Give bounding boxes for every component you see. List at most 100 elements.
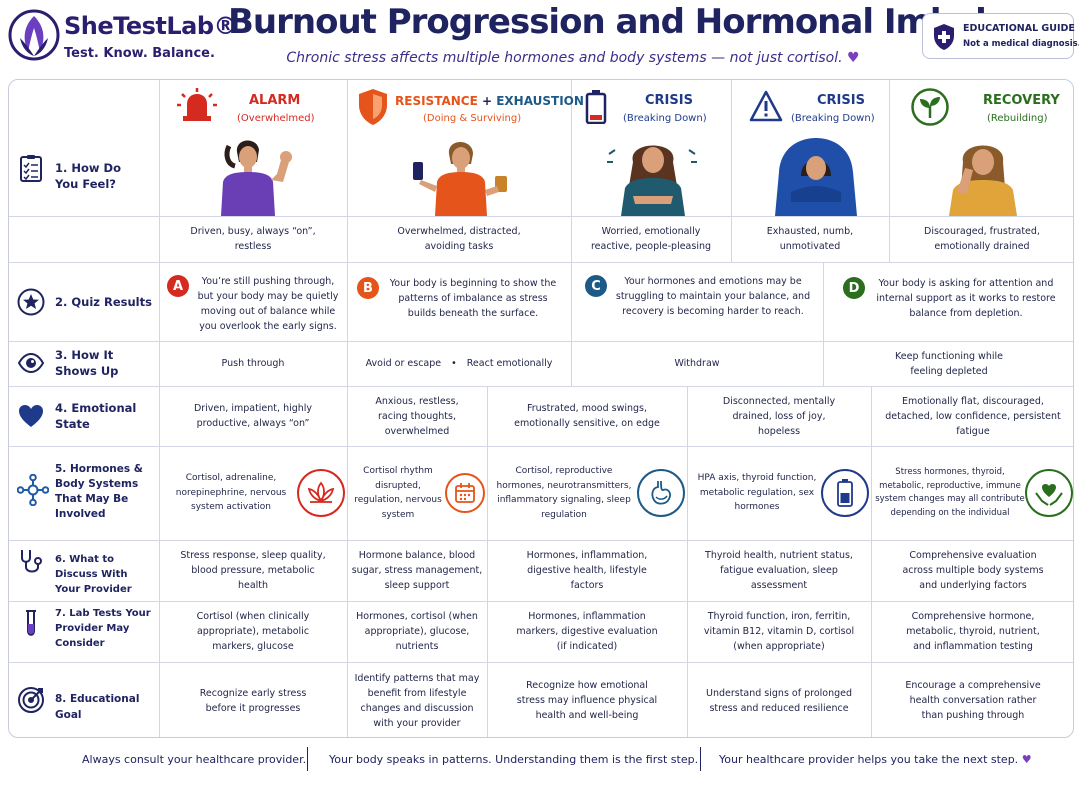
- row-label-text: 1. How Do You Feel?: [55, 161, 121, 191]
- low-battery-icon: [585, 90, 607, 124]
- guide-title: EDUCATIONAL GUIDE: [963, 23, 1075, 34]
- labs-text: Comprehensive hormone, metabolic, thyroi…: [906, 611, 1040, 652]
- labs-text: Cortisol (when clinically appropriate), …: [196, 611, 310, 652]
- quiz-text: Your body is beginning to show the patte…: [389, 278, 557, 319]
- discuss-cell: Stress response, sleep quality, blood pr…: [159, 540, 347, 601]
- col-divider: [347, 262, 348, 341]
- stage-subtitle: (Rebuilding): [987, 113, 1048, 124]
- discuss-cell: Hormone balance, blood sugar, stress man…: [347, 540, 487, 601]
- educational-guide-badge: EDUCATIONAL GUIDE Not a medical diagnosi…: [922, 13, 1079, 59]
- goal-cell: Encourage a comprehensive health convers…: [871, 662, 1073, 737]
- quiz-badge: B: [357, 277, 379, 299]
- col-divider: [687, 386, 688, 737]
- siren-icon: [177, 88, 217, 121]
- quiz-badge: A: [167, 275, 189, 297]
- page-subtitle: Chronic stress affects multiple hormones…: [238, 50, 908, 66]
- col-divider: [347, 341, 348, 386]
- row-label-text: 4. Emotional State: [55, 401, 137, 431]
- quiz-text: Your body is asking for attention and in…: [876, 278, 1056, 319]
- emotional-text: Emotionally flat, discouraged, detached,…: [885, 395, 1061, 437]
- row-divider: [9, 540, 1073, 541]
- row-label-quiz: 2. Quiz Results: [9, 262, 159, 341]
- goal-text: Understand signs of prolonged stress and…: [705, 687, 853, 714]
- heart-icon: ♥: [1021, 753, 1032, 766]
- col-divider: [823, 341, 824, 386]
- row-divider: [9, 341, 1073, 342]
- emotional-text: Disconnected, mentally drained, loss of …: [722, 395, 836, 437]
- feel-cell: Overwhelmed, distracted, avoiding tasks: [347, 216, 571, 262]
- burnout-grid: ALARM (Overwhelmed) RESISTANCE + EXHAUST…: [8, 79, 1074, 738]
- discuss-cell: Thyroid health, nutrient status, fatigue…: [687, 540, 871, 601]
- brand-tagline: Test. Know. Balance.: [64, 46, 215, 61]
- battery-icon: [821, 469, 869, 517]
- emotional-cell: Anxious, restless, racing thoughts, over…: [347, 386, 487, 446]
- row-divider: [9, 386, 1073, 387]
- stage-name-plus: +: [481, 94, 493, 108]
- row-label-goal: 8. Educational Goal: [9, 662, 159, 737]
- molecule-icon: [17, 474, 49, 506]
- shield-cross-icon: [934, 24, 954, 50]
- stage-name: RECOVERY: [983, 93, 1060, 108]
- labs-cell: Thyroid function, iron, ferritin, vitami…: [687, 601, 871, 662]
- discuss-text: Stress response, sleep quality, blood pr…: [180, 550, 326, 591]
- feel-cell: Exhausted, numb, unmotivated: [731, 216, 889, 262]
- feel-cell: Driven, busy, always “on”, restless: [159, 216, 347, 262]
- footer-separator: [307, 747, 308, 771]
- goal-cell: Understand signs of prolonged stress and…: [687, 662, 871, 737]
- quiz-result-d: D Your body is asking for attention and …: [843, 276, 1069, 321]
- col-divider: [571, 80, 572, 262]
- col-divider: [571, 341, 572, 386]
- shows-text: Avoid or escape: [365, 358, 442, 369]
- row-label-discuss: 6. What to Discuss With Your Provider: [9, 540, 159, 601]
- checklist-icon: [20, 155, 42, 182]
- labs-cell: Comprehensive hormone, metabolic, thyroi…: [871, 601, 1073, 662]
- hormones-text: HPA axis, thyroid function, metabolic re…: [697, 473, 817, 513]
- row-label-text: 7. Lab Tests Your Provider May Consider: [55, 608, 151, 649]
- star-badge-icon: [17, 288, 45, 316]
- calendar-icon: [445, 473, 485, 513]
- eye-icon: [17, 352, 45, 374]
- emotional-cell: Driven, impatient, highly productive, al…: [159, 386, 347, 446]
- feel-text: Exhausted, numb, unmotivated: [766, 226, 854, 252]
- stage-crisis-1: CRISIS (Breaking Down): [571, 80, 731, 216]
- stage-alarm: ALARM (Overwhelmed): [159, 80, 347, 216]
- heart-hands-icon: [1025, 469, 1073, 517]
- worried-woman-illustration: [607, 145, 697, 216]
- labs-text: Hormones, cortisol (when appropriate), g…: [356, 611, 478, 652]
- labs-cell: Hormones, cortisol (when appropriate), g…: [347, 601, 487, 662]
- shows-bullet: •: [451, 358, 457, 369]
- shows-text: React emotionally: [466, 358, 553, 369]
- labs-text: Thyroid function, iron, ferritin, vitami…: [703, 611, 855, 652]
- woman-flexing-illustration: [221, 140, 292, 216]
- heart-icon: ♥: [847, 50, 860, 66]
- shows-text: Push through: [221, 358, 285, 369]
- feel-cell: Discouraged, frustrated, emotionally dra…: [889, 216, 1073, 262]
- emotional-cell: Emotionally flat, discouraged, detached,…: [871, 386, 1073, 446]
- row-label-shows: 3. How It Shows Up: [9, 341, 159, 386]
- col-divider: [347, 386, 348, 737]
- stage-subtitle: (Breaking Down): [791, 113, 875, 124]
- target-icon: [18, 687, 44, 713]
- guide-subtitle: Not a medical diagnosis.: [963, 39, 1079, 49]
- row-label-text: 8. Educational Goal: [55, 693, 140, 721]
- hormones-cell: Cortisol, reproductive hormones, neurotr…: [491, 446, 685, 540]
- col-divider: [571, 262, 572, 341]
- hormones-text: Stress hormones, thyroid, metabolic, rep…: [875, 467, 1025, 518]
- labs-cell: Cortisol (when clinically appropriate), …: [159, 601, 347, 662]
- shows-cell: Keep functioning while feeling depleted: [823, 341, 1073, 386]
- goal-text: Recognize how emotional stress may influ…: [516, 680, 658, 721]
- col-divider: [871, 386, 872, 737]
- stage-subtitle: (Breaking Down): [623, 113, 707, 124]
- discuss-text: Hormone balance, blood sugar, stress man…: [351, 550, 483, 591]
- quiz-badge: D: [843, 277, 865, 299]
- stage-recovery: RECOVERY (Rebuilding): [889, 80, 1073, 216]
- stage-resistance-exhaustion: RESISTANCE + EXHAUSTION (Doing & Survivi…: [347, 80, 584, 216]
- brand-logo-icon: [8, 9, 60, 61]
- row-divider: [9, 601, 1073, 602]
- discuss-text: Hormones, inflammation, digestive health…: [526, 550, 648, 591]
- stage-name: CRISIS: [645, 93, 693, 108]
- col-divider: [889, 80, 890, 262]
- row-divider: [9, 446, 1073, 447]
- quiz-badge: C: [585, 275, 607, 297]
- hormones-text: Cortisol, reproductive hormones, neurotr…: [496, 466, 632, 520]
